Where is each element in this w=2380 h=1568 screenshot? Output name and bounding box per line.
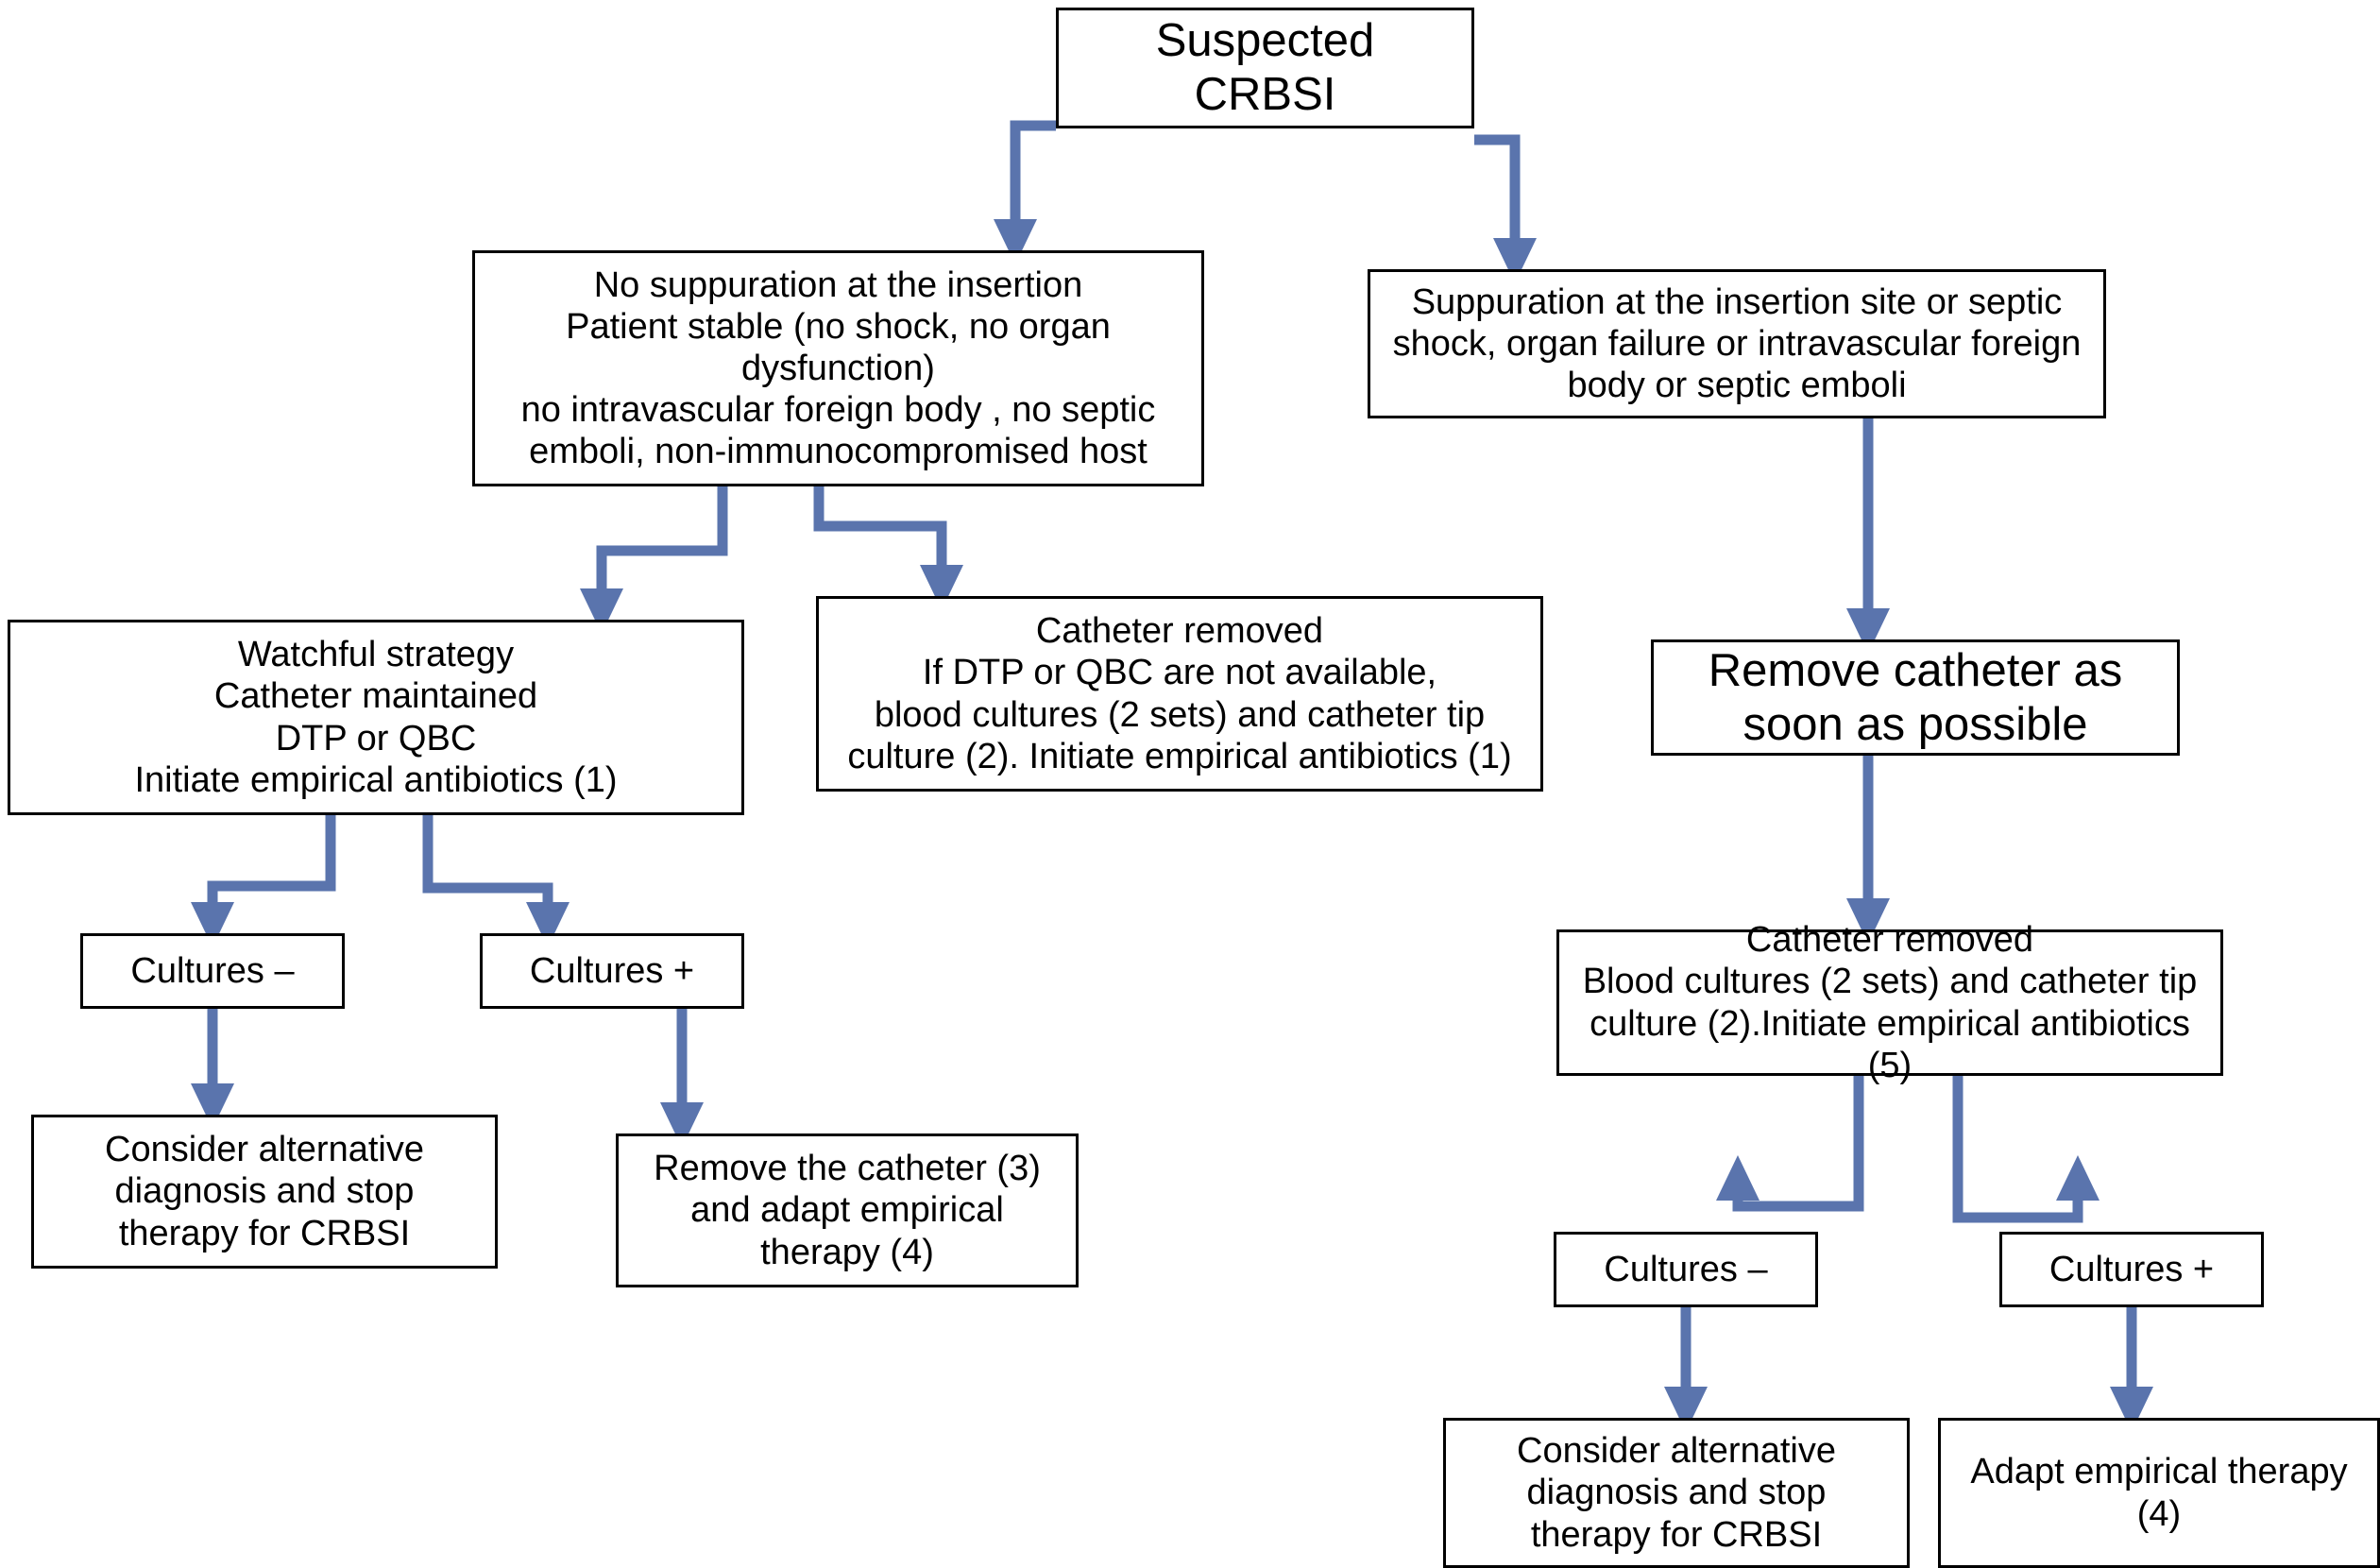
node-catheter-removed-cultures: Catheter removed Blood cultures (2 sets)…	[1556, 920, 2223, 1085]
node-remove-catheter-adapt-therapy-label: Remove the catheter (3) and adapt empiri…	[654, 1149, 1041, 1272]
node-suspected-crbsi: Suspected CRBSI	[1056, 8, 1474, 128]
connector-no-suppuration-to-watchful-line	[596, 486, 728, 588]
connector-no-suppuration-to-catheter-removed	[813, 486, 963, 610]
connector-catheter-removed-to-cultures-positive-arrowhead	[2056, 1155, 2100, 1201]
node-cultures-negative-right-label: Cultures –	[1604, 1249, 1768, 1289]
node-no-suppuration: No suppuration at the insertion Patient …	[472, 250, 1204, 486]
node-catheter-removed-cultures-label: Catheter removed Blood cultures (2 sets)…	[1582, 920, 2198, 1085]
connector-watchful-to-cultures-negative	[191, 815, 336, 947]
node-cultures-negative-left-label: Cultures –	[130, 950, 295, 991]
node-suspected-crbsi-label: Suspected CRBSI	[1155, 15, 1375, 120]
connector-catheter-removed-to-cultures-negative	[1716, 1076, 1864, 1212]
connector-suspected-to-no-suppuration-line	[1010, 120, 1056, 219]
connector-watchful-to-cultures-negative-line	[207, 815, 336, 902]
node-suppuration-label: Suppuration at the insertion site or sep…	[1392, 281, 2082, 406]
connector-watchful-to-cultures-positive	[422, 815, 570, 947]
connector-suspected-to-suppuration-line	[1474, 134, 1521, 238]
node-adapt-empirical-therapy-label: Adapt empirical therapy (4)	[1970, 1452, 2348, 1534]
node-no-suppuration-label: No suppuration at the insertion Patient …	[520, 264, 1156, 472]
connector-catheter-removed-to-cultures-positive-line	[1952, 1076, 2083, 1223]
node-consider-alternative-right-label: Consider alternative diagnosis and stop …	[1517, 1431, 1836, 1555]
node-cultures-positive-right-label: Cultures +	[2048, 1249, 2215, 1289]
node-remove-catheter-asap-label: Remove catheter as soon as possible	[1708, 644, 2123, 750]
node-consider-alternative-left-label: Consider alternative diagnosis and stop …	[105, 1130, 424, 1253]
node-consider-alternative-left: Consider alternative diagnosis and stop …	[31, 1115, 498, 1269]
connector-remove-asap-to-catheter-removed	[1846, 756, 1890, 944]
connector-suppuration-to-remove-asap	[1846, 418, 1890, 654]
connector-catheter-removed-to-cultures-negative-arrowhead	[1716, 1155, 1760, 1201]
connector-no-suppuration-to-catheter-removed-line	[813, 486, 947, 565]
connector-catheter-removed-to-cultures-positive	[1952, 1076, 2100, 1223]
node-consider-alternative-right: Consider alternative diagnosis and stop …	[1443, 1418, 1910, 1568]
connector-suspected-to-suppuration	[1474, 134, 1537, 283]
connector-catheter-removed-to-cultures-negative-line	[1732, 1076, 1864, 1212]
node-cultures-positive-left: Cultures +	[480, 933, 744, 1009]
node-catheter-removed-dtp-label: Catheter removed If DTP or QBC are not a…	[847, 611, 1512, 776]
node-remove-catheter-asap: Remove catheter as soon as possible	[1651, 639, 2180, 756]
connector-cultures-pos-right-to-adapt	[2110, 1307, 2153, 1432]
node-cultures-positive-right: Cultures +	[1999, 1232, 2264, 1307]
connector-watchful-to-cultures-positive-line	[422, 815, 553, 902]
node-cultures-negative-right: Cultures –	[1554, 1232, 1818, 1307]
node-adapt-empirical-therapy: Adapt empirical therapy (4)	[1938, 1418, 2380, 1568]
connector-no-suppuration-to-watchful	[580, 486, 728, 634]
connector-cultures-neg-right-to-consider	[1664, 1307, 1708, 1432]
node-cultures-positive-left-label: Cultures +	[529, 950, 695, 991]
node-catheter-removed-dtp: Catheter removed If DTP or QBC are not a…	[816, 596, 1543, 792]
connector-cultures-pos-left-to-remove-adapt	[660, 1009, 704, 1148]
connector-cultures-neg-left-to-consider	[191, 1009, 234, 1129]
node-suppuration: Suppuration at the insertion site or sep…	[1368, 269, 2106, 418]
node-cultures-negative-left: Cultures –	[80, 933, 345, 1009]
node-remove-catheter-adapt-therapy: Remove the catheter (3) and adapt empiri…	[616, 1133, 1079, 1287]
connector-suspected-to-no-suppuration	[994, 120, 1056, 264]
node-watchful-strategy: Watchful strategy Catheter maintained DT…	[8, 620, 744, 815]
node-watchful-strategy-label: Watchful strategy Catheter maintained DT…	[134, 635, 618, 800]
